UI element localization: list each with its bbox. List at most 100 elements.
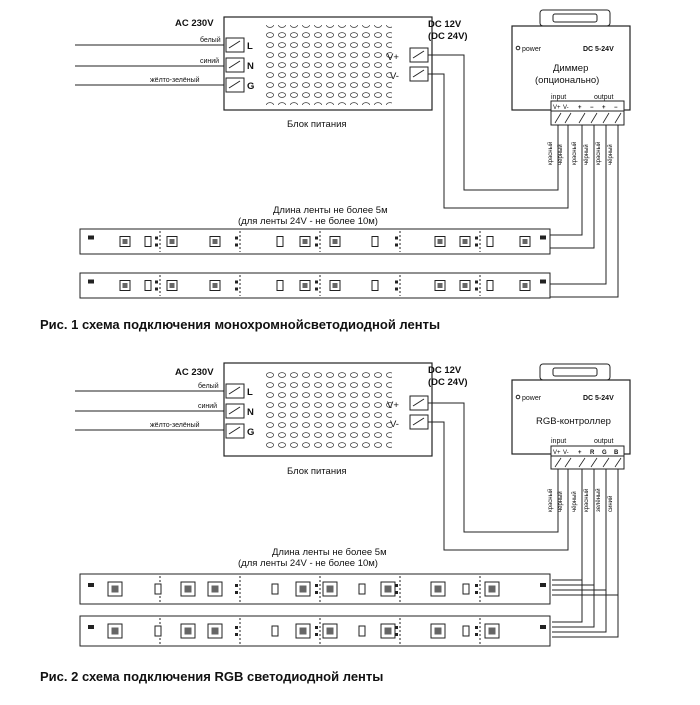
led-chip [329,236,341,247]
strip-length-note-alt-2: (для ленты 24V - не более 10м) [238,558,378,569]
terminal-g-2: G [247,427,254,438]
strip-length-note-2: Длина ленты не более 5м [272,547,387,558]
led-strip [79,573,551,605]
controller-subtitle: (опционально) [535,75,599,86]
cut-mark [315,231,321,252]
wire-label-2-1: красный [547,489,554,512]
led-chip [166,280,178,291]
output-pin-2: − [590,105,594,111]
rgb-led-chip [295,623,311,639]
led-chip [519,280,531,291]
resistor [271,583,279,595]
rgb-led-chip [380,581,396,597]
output-pin-3: + [602,105,606,111]
rgb-led-chip [107,581,123,597]
cut-mark [475,576,481,602]
led-chip [519,236,531,247]
output-label: output [594,94,614,101]
power-supply-unit-2: L N G V+ V- [223,362,433,457]
led-chip [209,236,221,247]
controller-name: Диммер [553,63,588,74]
led-chip [459,236,471,247]
end-pad [540,625,546,629]
led-chip [299,236,311,247]
rgb-output-wires [552,469,619,638]
diagram-1: AC 230V белый синий жёлто-зелёный L N G [40,9,631,332]
cut-mark [315,618,321,644]
cut-mark [395,576,401,602]
rgb-led-chip [207,581,223,597]
rgb-led-strips [79,573,551,647]
cut-mark [155,275,161,296]
resistor [358,583,366,595]
output-pin-b: B [614,450,619,456]
input-pin-vplus-2: V+ [553,450,561,456]
input-pin-vplus: V+ [553,105,561,111]
resistor [154,625,162,637]
resistor [371,236,379,247]
terminal-l-2: L [247,387,253,398]
resistor [276,280,284,291]
rgb-controller: power DC 5-24V RGB-контроллер input outp… [511,363,631,470]
ac-input-wires [75,44,232,86]
led-chip [119,280,131,291]
cut-mark [475,275,481,296]
strip-length-note-alt: (для ленты 24V - не более 10м) [238,216,378,227]
rgb-led-chip [180,581,196,597]
wire-label-2-5: зелёный [595,488,602,512]
wire-label-1: красный [547,142,554,165]
end-pad [88,279,94,284]
controller-voltage: DC 5-24V [583,46,614,53]
mono-led-strips [79,228,551,299]
wire-label-ground: жёлто-зелёный [150,76,200,84]
wire-label-2-2: чёрный [557,491,564,512]
input-pin-vminus: V- [563,105,569,111]
dc-voltage-label-alt: (DC 24V) [428,31,468,42]
cut-mark [235,275,241,296]
terminal-l: L [247,41,253,52]
led-strip [79,228,551,255]
terminal-g: G [247,81,254,92]
psu-dc-terminals-2 [409,395,429,430]
cut-mark [395,275,401,296]
wire-label-2-6: синий [607,496,614,512]
led-strip [79,615,551,647]
cut-mark [475,618,481,644]
cut-mark [315,576,321,602]
wire-label-6: чёрный [607,144,614,165]
wire-label-5: красный [595,142,602,165]
wire-label-2-3: чёрный [571,491,578,512]
controller-wire-labels-2: красный чёрный чёрный красный зелёный си… [547,488,614,512]
wire-label-white: белый [200,36,221,44]
led-chip [209,280,221,291]
resistor [358,625,366,637]
strip-length-note: Длина ленты не более 5м [273,205,388,216]
input-label-2: input [551,438,566,445]
dc-voltage-label: DC 12V [428,19,462,30]
input-pin-vminus-2: V- [563,450,569,456]
output-label-2: output [594,438,614,445]
output-pin-plus: + [578,450,582,456]
cut-mark [235,231,241,252]
controller-power-label: power [522,46,542,53]
psu-vent-grille-2 [262,371,392,451]
ac-input-wires-2 [75,390,232,431]
end-pad [88,583,94,587]
led-chip [166,236,178,247]
rgb-led-chip [107,623,123,639]
ac-voltage-label-2: AC 230V [175,367,214,378]
rgb-led-chip [430,623,446,639]
resistor [462,625,470,637]
rgb-led-chip [380,623,396,639]
dimmer-controller: power DC 5-24V Диммер (опционально) inpu… [511,9,631,126]
wire-label-3: красный [571,142,578,165]
figure-caption-2: Рис. 2 схема подключения RGB светодиодно… [40,669,383,684]
resistor [276,236,284,247]
resistor [371,280,379,291]
output-wires [548,125,619,298]
cut-mark [315,275,321,296]
terminal-v-plus: V+ [387,52,399,63]
cut-mark [155,231,161,252]
dc-wires-2 [428,402,569,551]
controller-power-label-2: power [522,395,542,402]
